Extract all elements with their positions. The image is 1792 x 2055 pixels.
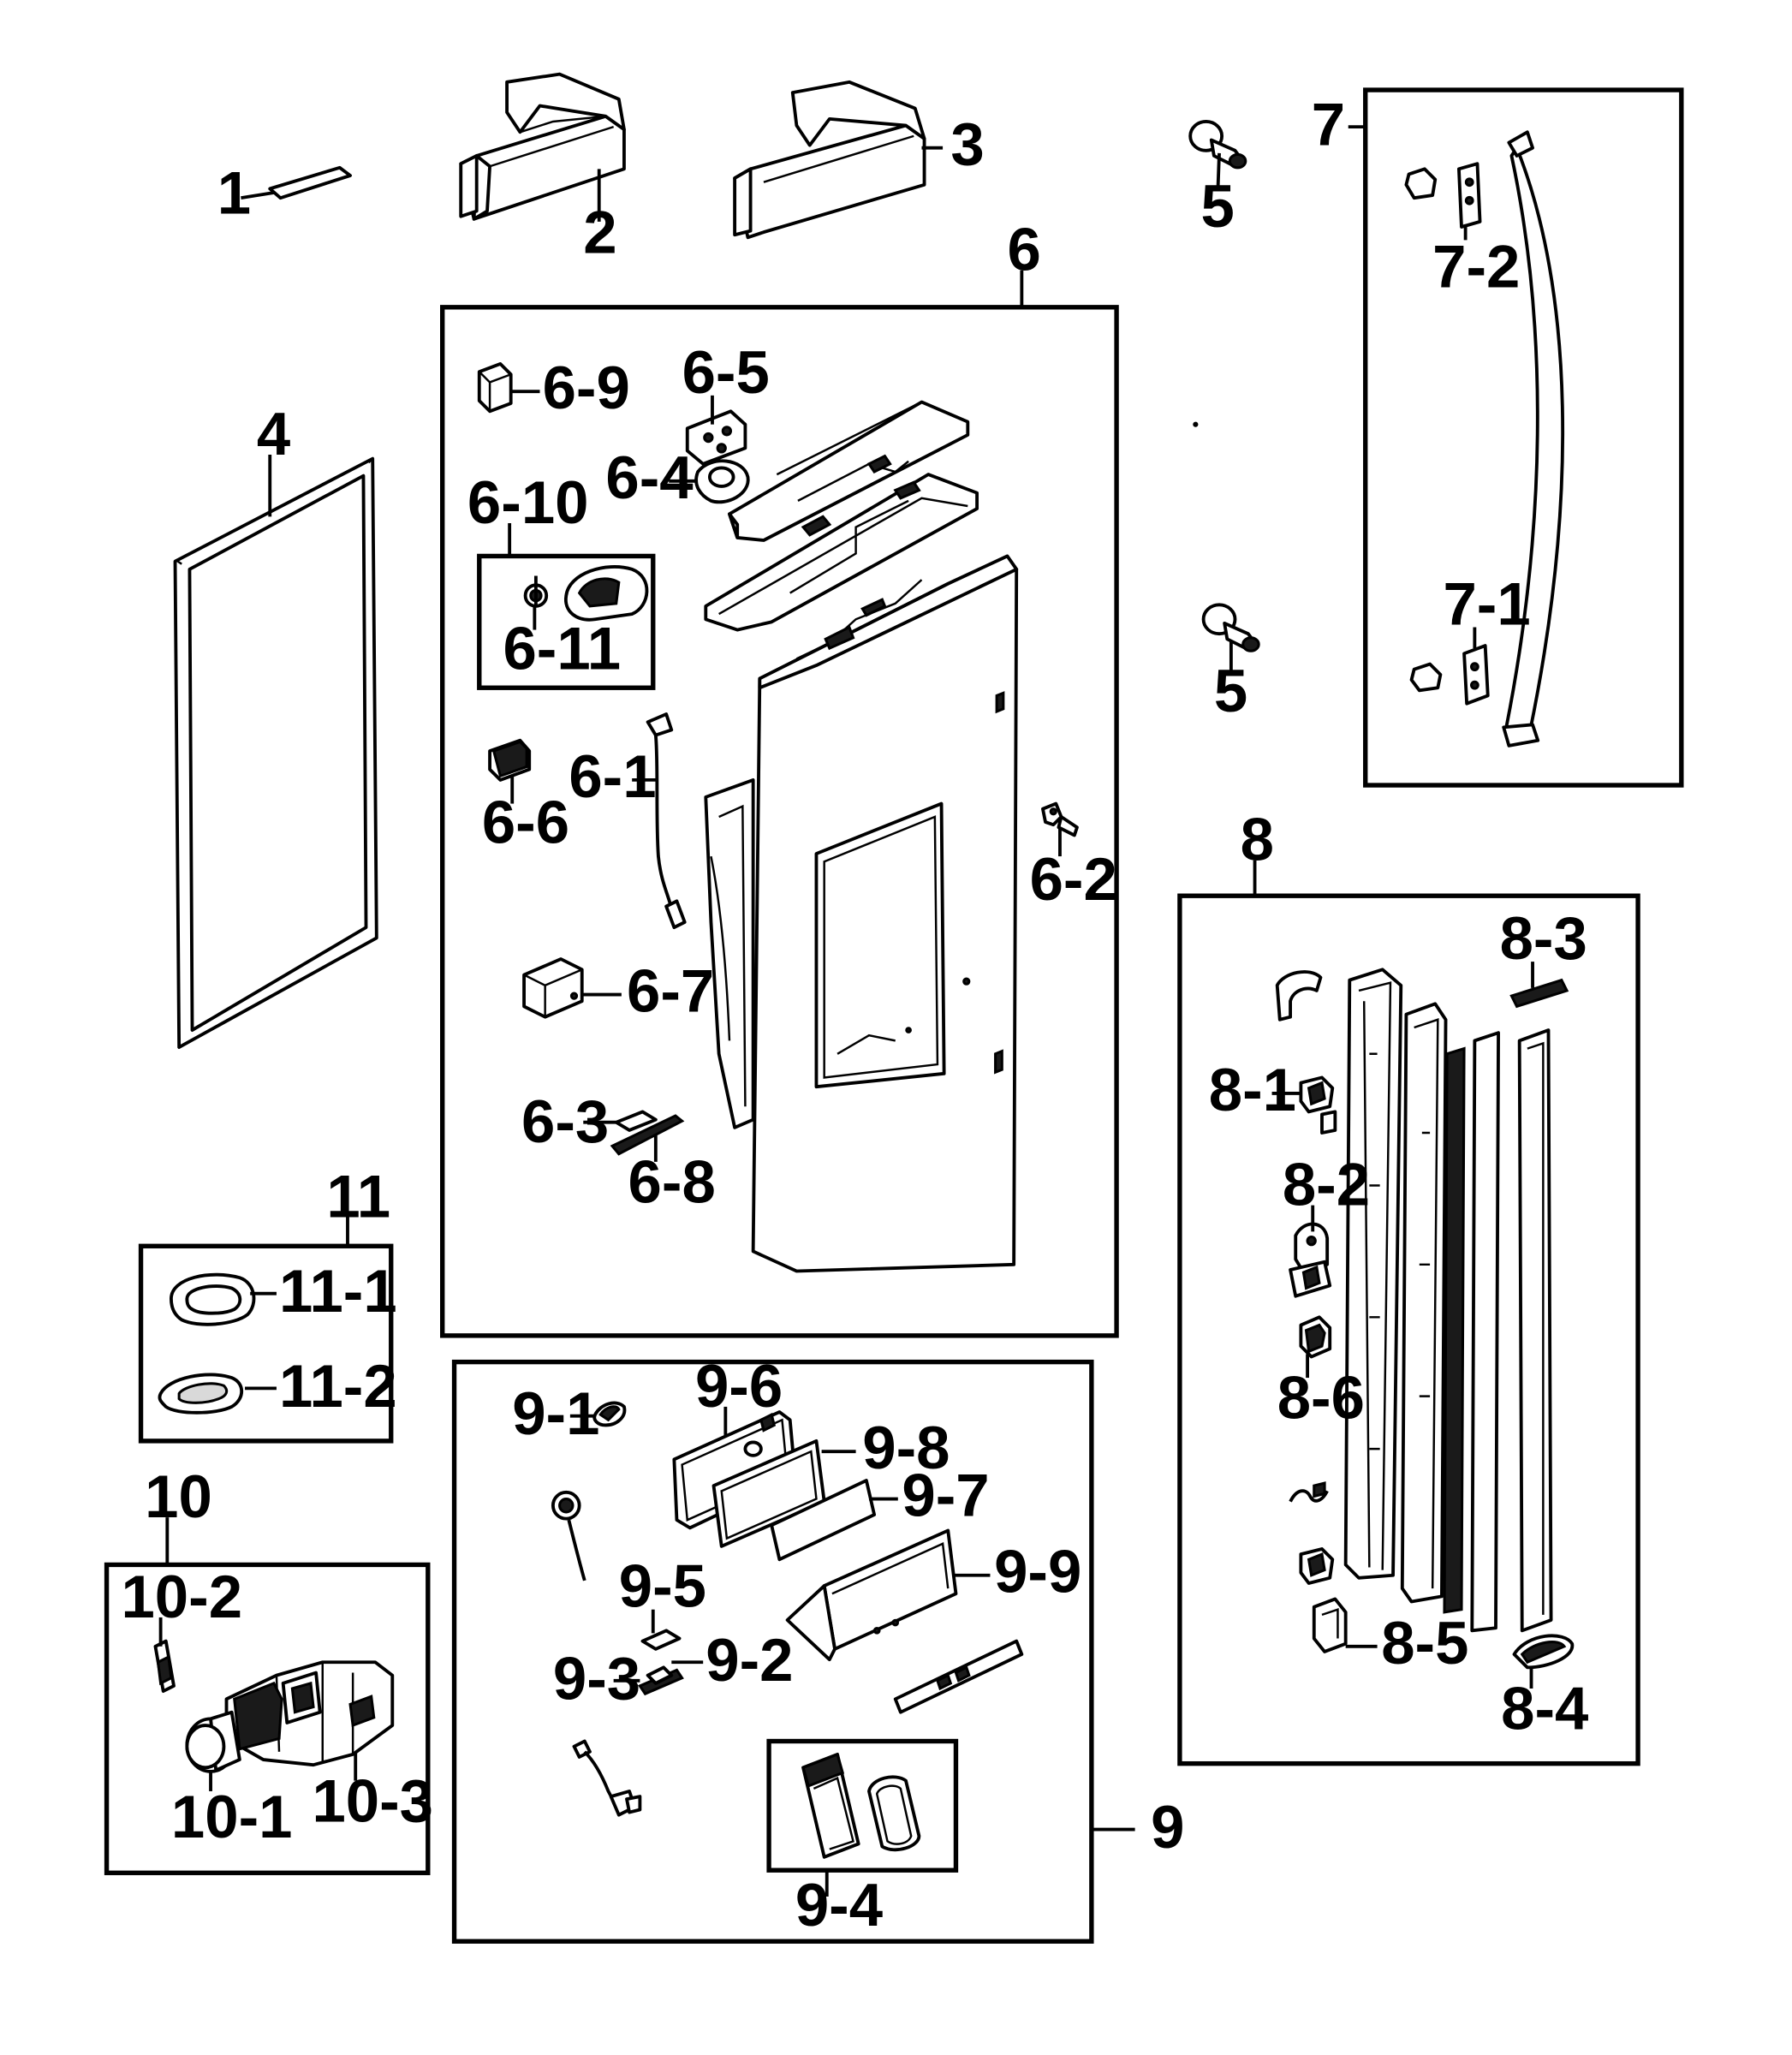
callout-11: 11 <box>326 1162 390 1230</box>
callout-6-11: 6-11 <box>503 615 621 682</box>
callout-5-top: 5 <box>1201 172 1235 240</box>
part-6-9 <box>477 362 513 414</box>
callout-8-4: 8-4 <box>1501 1675 1588 1742</box>
part-6-7 <box>522 957 584 1019</box>
part-3-door-bin: 3 <box>733 80 985 240</box>
part-8-rail-2 <box>1400 1002 1448 1604</box>
part-9-7-film <box>770 1479 877 1562</box>
part-8-dark-strip <box>1443 1046 1466 1614</box>
callout-9-1: 9-1 <box>512 1379 599 1447</box>
box-9 <box>451 1359 1094 1944</box>
callout-7-1: 7-1 <box>1443 569 1530 637</box>
part-9-5 <box>640 1629 682 1651</box>
part-6-8-strip <box>610 1114 685 1156</box>
callout-9-9: 9-9 <box>994 1538 1081 1605</box>
callout-9-5: 9-5 <box>619 1552 706 1620</box>
part-1-label-strip: 1 <box>217 159 352 227</box>
callout-9-3: 9-3 <box>553 1644 640 1712</box>
callout-8-6: 8-6 <box>1277 1364 1365 1432</box>
group-8-trim-assembly: 8 8-3 8-1 8-2 <box>1177 806 1640 1766</box>
part-7-clip-bottom <box>1409 662 1443 693</box>
box-6-10 <box>477 553 656 690</box>
part-4-door-gasket: 4 <box>173 400 378 1049</box>
part-5-hinge-pin-middle: 5 <box>1201 603 1260 724</box>
group-6-door-assembly: 6 6-9 6-5 6-4 6-10 <box>440 216 1119 1338</box>
group-7-handle: 7 7-2 7-1 <box>1312 87 1684 788</box>
callout-6-9: 6-9 <box>543 354 630 421</box>
group-10-motor-assembly: 10 10-2 10-1 10-3 <box>104 1462 433 1875</box>
callout-10-3: 10-3 <box>312 1766 433 1834</box>
callout-9-4: 9-4 <box>795 1871 883 1939</box>
callout-8-1: 8-1 <box>1209 1056 1296 1123</box>
dispenser-recess <box>814 801 946 1089</box>
part-2-door-bin: 2 <box>459 72 626 266</box>
part-8-outer-trim <box>1517 1028 1553 1633</box>
callout-6-2: 6-2 <box>1030 845 1117 913</box>
part-top-cap-frame <box>704 473 979 632</box>
callout-3: 3 <box>950 110 984 178</box>
callout-9-7: 9-7 <box>902 1462 989 1529</box>
callout-6-8: 6-8 <box>628 1148 716 1216</box>
callout-9-2: 9-2 <box>705 1626 793 1694</box>
callout-6-10: 6-10 <box>467 468 589 536</box>
callout-6: 6 <box>1007 216 1040 283</box>
callout-10-2: 10-2 <box>121 1563 242 1630</box>
box-8 <box>1177 893 1640 1766</box>
part-9-9-cover <box>822 1528 958 1651</box>
callout-1: 1 <box>217 159 251 227</box>
callout-11-2: 11-2 <box>279 1352 397 1420</box>
callout-6-4: 6-4 <box>605 444 693 511</box>
part-6-1-harness-plug-bottom <box>664 899 687 930</box>
callout-8: 8 <box>1241 806 1274 873</box>
callout-6-6: 6-6 <box>482 789 569 856</box>
callout-6-3: 6-3 <box>521 1087 609 1155</box>
part-6-3 <box>614 1110 658 1132</box>
callout-8-2: 8-2 <box>1283 1151 1370 1218</box>
box-6 <box>440 305 1119 1338</box>
part-5-hinge-pin-top: 5 <box>1188 120 1247 240</box>
callout-10: 10 <box>145 1462 212 1530</box>
part-9-4-cover-b <box>867 1775 921 1852</box>
callout-9: 9 <box>1151 1793 1184 1861</box>
callout-8-3: 8-3 <box>1500 904 1587 972</box>
part-6-1-harness-plug-top <box>646 712 674 737</box>
group-11-gaskets: 11 11-1 11-2 <box>138 1162 397 1444</box>
part-7-clip-top <box>1404 167 1438 200</box>
box-7 <box>1363 87 1684 788</box>
part-6-5-hinge-plate <box>685 409 747 466</box>
group-9-dispenser-panel: 9 9-1 9-6 9-8 9-7 9-9 <box>451 1352 1184 1944</box>
callout-7: 7 <box>1312 91 1345 158</box>
part-7-2-bracket <box>1457 162 1482 229</box>
part-8-thin-strip <box>1470 1031 1500 1633</box>
callout-5-middle: 5 <box>1214 657 1247 724</box>
callout-7-2: 7-2 <box>1432 233 1520 301</box>
part-8-rail-1 <box>1343 968 1403 1580</box>
callout-9-8: 9-8 <box>862 1414 950 1481</box>
box-9-4 <box>766 1738 959 1873</box>
callout-4: 4 <box>257 400 290 468</box>
callout-2: 2 <box>583 199 616 266</box>
box-10 <box>104 1562 431 1875</box>
callout-6-1: 6-1 <box>569 742 656 810</box>
part-8-3-strip <box>1509 978 1569 1009</box>
callout-10-1: 10-1 <box>171 1783 293 1850</box>
box-11 <box>138 1243 394 1444</box>
part-8-hook <box>1275 970 1323 1022</box>
callout-6-5: 6-5 <box>682 338 770 406</box>
part-7-1-bracket <box>1462 644 1490 706</box>
callout-6-7: 6-7 <box>627 957 714 1025</box>
callout-11-1: 11-1 <box>279 1257 397 1325</box>
callout-9-6: 9-6 <box>695 1352 783 1420</box>
part-8-5 <box>1312 1597 1348 1653</box>
callout-8-5: 8-5 <box>1381 1609 1468 1677</box>
